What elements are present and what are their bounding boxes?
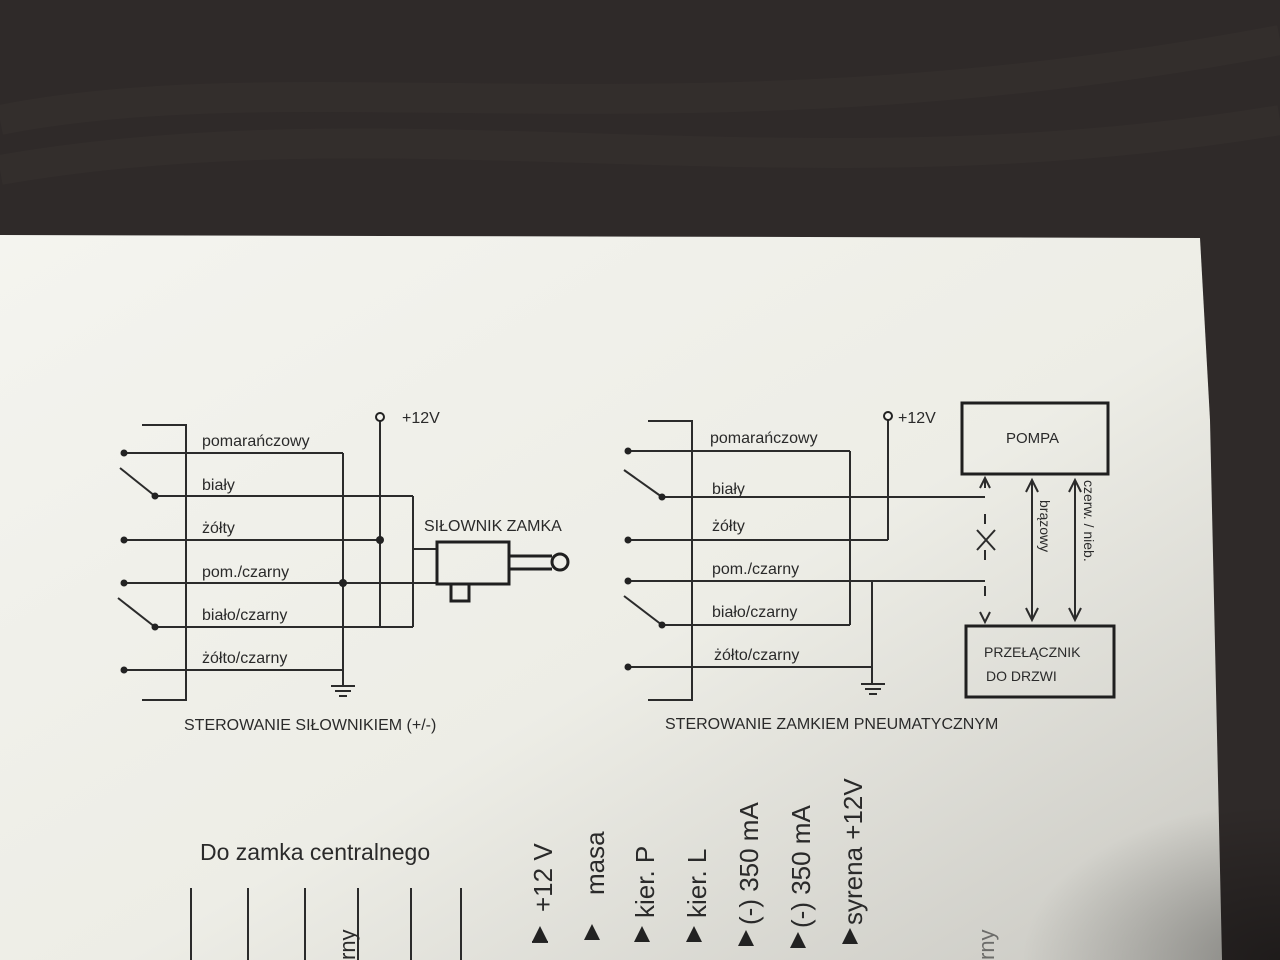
table-grain bbox=[0, 25, 1280, 185]
left-contact-5 bbox=[151, 623, 159, 631]
right-contact-5 bbox=[658, 621, 666, 629]
right-wire-label-4: pom./czarny bbox=[712, 561, 799, 578]
right-contact-4 bbox=[624, 577, 632, 585]
connector-arrowhead-6 bbox=[790, 932, 806, 948]
right-contact-2 bbox=[658, 493, 666, 501]
left-contact-3 bbox=[120, 536, 128, 544]
right-connector-bracket bbox=[648, 420, 693, 701]
right-contact-6 bbox=[624, 663, 632, 671]
actuator-foot bbox=[449, 582, 471, 603]
left-wire-label-2: biały bbox=[202, 477, 235, 494]
right-wire-label-5: biało/czarny bbox=[712, 604, 797, 621]
right-supply-label: +12V bbox=[898, 410, 936, 427]
hose-brown-arrow-top bbox=[1025, 477, 1039, 493]
right-supply-terminal bbox=[883, 411, 893, 421]
hose-label-brown: brązowy bbox=[1037, 500, 1053, 552]
left-switch-1 bbox=[119, 467, 156, 497]
left-wire-label-4: pom./czarny bbox=[202, 564, 289, 581]
actuator-body bbox=[435, 540, 511, 586]
connector-arrowhead-2 bbox=[584, 924, 600, 940]
connector-arrowhead-5 bbox=[738, 930, 754, 946]
connector-section: Do zamka centralnego rny +12 V masa kier… bbox=[190, 778, 999, 960]
left-wire-label-6: żółto/czarny bbox=[202, 650, 287, 667]
door-switch-box bbox=[964, 624, 1116, 699]
actuator-eye bbox=[550, 552, 570, 572]
right-wire-label-2: biały bbox=[712, 481, 745, 498]
right-contact-1 bbox=[624, 447, 632, 455]
connector-label-3: kier. P bbox=[630, 846, 660, 942]
hose-label-red-blue: czerw. / nieb. bbox=[1081, 480, 1097, 562]
svg-text:+12 V: +12 V bbox=[528, 843, 558, 912]
hose-red-blue-arrow-top bbox=[1068, 477, 1082, 493]
left-node-ground bbox=[339, 579, 347, 587]
connector-label-5: (-) 350 mA bbox=[734, 802, 764, 946]
left-node-supply bbox=[376, 536, 384, 544]
left-switch-2 bbox=[117, 597, 156, 628]
svg-text:(-) 350 mA: (-) 350 mA bbox=[786, 805, 816, 928]
pump-control-arrow-top bbox=[979, 475, 991, 489]
connector-label-1: +12 V bbox=[528, 843, 558, 943]
svg-text:masa: masa bbox=[580, 831, 610, 895]
right-wire-label-6: żółto/czarny bbox=[714, 647, 799, 664]
edge-wire-label: rny bbox=[974, 929, 999, 960]
svg-text:kier. L: kier. L bbox=[682, 849, 712, 918]
right-switch-2 bbox=[623, 595, 663, 626]
right-wire-label-1: pomarańczowy bbox=[710, 430, 818, 447]
svg-text:syrena +12V: syrena +12V bbox=[838, 778, 868, 925]
cut-mark-b bbox=[976, 529, 996, 551]
left-wire-label-1: pomarańczowy bbox=[202, 433, 310, 450]
left-contact-2 bbox=[151, 492, 159, 500]
left-supply-terminal bbox=[375, 412, 385, 422]
pump-box bbox=[960, 401, 1110, 476]
paper-corner-shadow bbox=[850, 700, 1280, 960]
door-switch-label-2: DO DRZWI bbox=[986, 668, 1057, 684]
hose-brown-arrow-bottom bbox=[1025, 607, 1039, 623]
left-contact-1 bbox=[120, 449, 128, 457]
connector-arrowhead-4 bbox=[686, 926, 702, 942]
connector-label-6: (-) 350 mA bbox=[786, 805, 816, 948]
left-contact-6 bbox=[120, 666, 128, 674]
svg-text:(-) 350 mA: (-) 350 mA bbox=[734, 802, 764, 925]
diagram-right: +12V pomarańczowy biały żółty pom./czarn… bbox=[623, 401, 1116, 733]
connector-arrowhead-7 bbox=[842, 928, 858, 944]
connector-arrowhead-1 bbox=[532, 926, 548, 942]
diagram-left: +12V pomarańczowy biały żółty pom./czarn… bbox=[117, 410, 570, 734]
central-lock-label: Do zamka centralnego bbox=[200, 839, 430, 865]
connector-arrowhead-3 bbox=[634, 926, 650, 942]
left-wire-label-5: biało/czarny bbox=[202, 607, 287, 624]
pump-control-arrow-bottom bbox=[979, 611, 991, 625]
left-caption: STEROWANIE SIŁOWNIKIEM (+/-) bbox=[184, 717, 436, 734]
left-connector-bracket bbox=[142, 424, 187, 701]
connector-label-2: masa bbox=[580, 831, 610, 940]
actuator-label: SIŁOWNIK ZAMKA bbox=[424, 518, 562, 535]
cut-wire-label: rny bbox=[335, 929, 360, 960]
hose-red-blue-arrow-bottom bbox=[1068, 607, 1082, 623]
right-switch-1 bbox=[623, 469, 663, 498]
connector-label-7: syrena +12V bbox=[838, 778, 868, 944]
pump-label: POMPA bbox=[1006, 430, 1059, 447]
right-wire-label-3: żółty bbox=[712, 518, 745, 535]
connector-label-4: kier. L bbox=[682, 849, 712, 942]
right-contact-3 bbox=[624, 536, 632, 544]
right-caption: STEROWANIE ZAMKIEM PNEUMATYCZNYM bbox=[665, 716, 998, 733]
left-wire-label-3: żółty bbox=[202, 520, 235, 537]
left-supply-label: +12V bbox=[402, 410, 440, 427]
door-switch-label-1: PRZEŁĄCZNIK bbox=[984, 644, 1081, 660]
left-contact-4 bbox=[120, 579, 128, 587]
svg-text:kier. P: kier. P bbox=[630, 846, 660, 918]
